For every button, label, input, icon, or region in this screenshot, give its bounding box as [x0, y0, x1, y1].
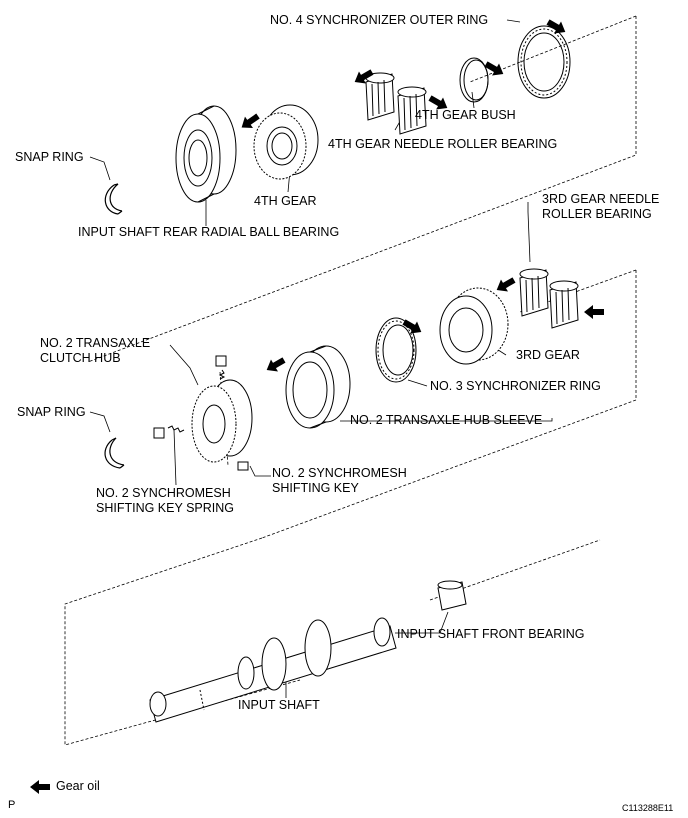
hub-sleeve-2-label: NO. 2 TRANSAXLE HUB SLEEVE: [350, 413, 543, 427]
snap-ring-top-part: [104, 183, 123, 215]
front-bearing-part: [437, 580, 467, 611]
gear-bush-4th-part: [459, 57, 489, 103]
needle-bearing-4th-part: [365, 72, 427, 135]
gear-4th-label: 4TH GEAR: [254, 194, 317, 208]
shifting-key-label-line1: NO. 2 SYNCHROMESH: [272, 466, 407, 480]
gear-4th-part: [253, 104, 319, 180]
input-shaft-label: INPUT SHAFT: [238, 698, 320, 712]
gear-oil-arrow-icon: [493, 273, 518, 297]
gear-oil-arrow-icon: [584, 305, 604, 319]
needle-bearing-3rd-label-line1: 3RD GEAR NEEDLE: [542, 192, 660, 206]
rear-ball-bearing-part: [175, 105, 237, 203]
needle-bearing-3rd-part: [519, 268, 579, 329]
key-spring-label-line1: NO. 2 SYNCHROMESH: [96, 486, 231, 500]
gear-3rd-part: [439, 287, 509, 365]
shifting-key-label-line2: SHIFTING KEY: [272, 481, 359, 495]
clutch-hub-label-line2: CLUTCH HUB: [40, 351, 121, 365]
gear-3rd-label: 3RD GEAR: [516, 348, 580, 362]
snap-ring-top-label: SNAP RING: [15, 150, 84, 164]
gear-bush-4th-label: 4TH GEAR BUSH: [415, 108, 516, 122]
snap-ring-mid-label: SNAP RING: [17, 405, 86, 419]
shifting-key-spring-part: [153, 355, 249, 471]
needle-bearing-3rd-label-line2: ROLLER BEARING: [542, 207, 652, 221]
leader-lines: [89, 19, 553, 698]
gear-oil-arrow-icon: [30, 780, 50, 794]
page-letter: P: [8, 799, 16, 811]
sync-ring-3-part: [375, 317, 417, 383]
sync-outer-ring-4-part: [517, 25, 571, 99]
rear-ball-bearing-label: INPUT SHAFT REAR RADIAL BALL BEARING: [78, 225, 340, 239]
legend-gear-oil-label: Gear oil: [56, 779, 100, 793]
snap-ring-mid-part: [104, 437, 125, 469]
sync-ring-3-label: NO. 3 SYNCHRONIZER RING: [430, 379, 601, 393]
gear-oil-arrow-icon: [263, 353, 288, 377]
needle-bearing-4th-label: 4TH GEAR NEEDLE ROLLER BEARING: [328, 137, 558, 151]
figure-code: C113288E11: [622, 803, 674, 813]
gear-oil-arrow-icon: [544, 15, 569, 39]
clutch-hub-2-part: [191, 379, 253, 463]
clutch-hub-label-line1: NO. 2 TRANSAXLE: [40, 336, 151, 350]
front-bearing-label: INPUT SHAFT FRONT BEARING: [397, 627, 585, 641]
sync-outer-ring-4-label: NO. 4 SYNCHRONIZER OUTER RING: [270, 13, 489, 27]
key-spring-label-line2: SHIFTING KEY SPRING: [96, 501, 234, 515]
hub-sleeve-2-part: [285, 345, 351, 429]
input-shaft-part: [149, 617, 397, 723]
